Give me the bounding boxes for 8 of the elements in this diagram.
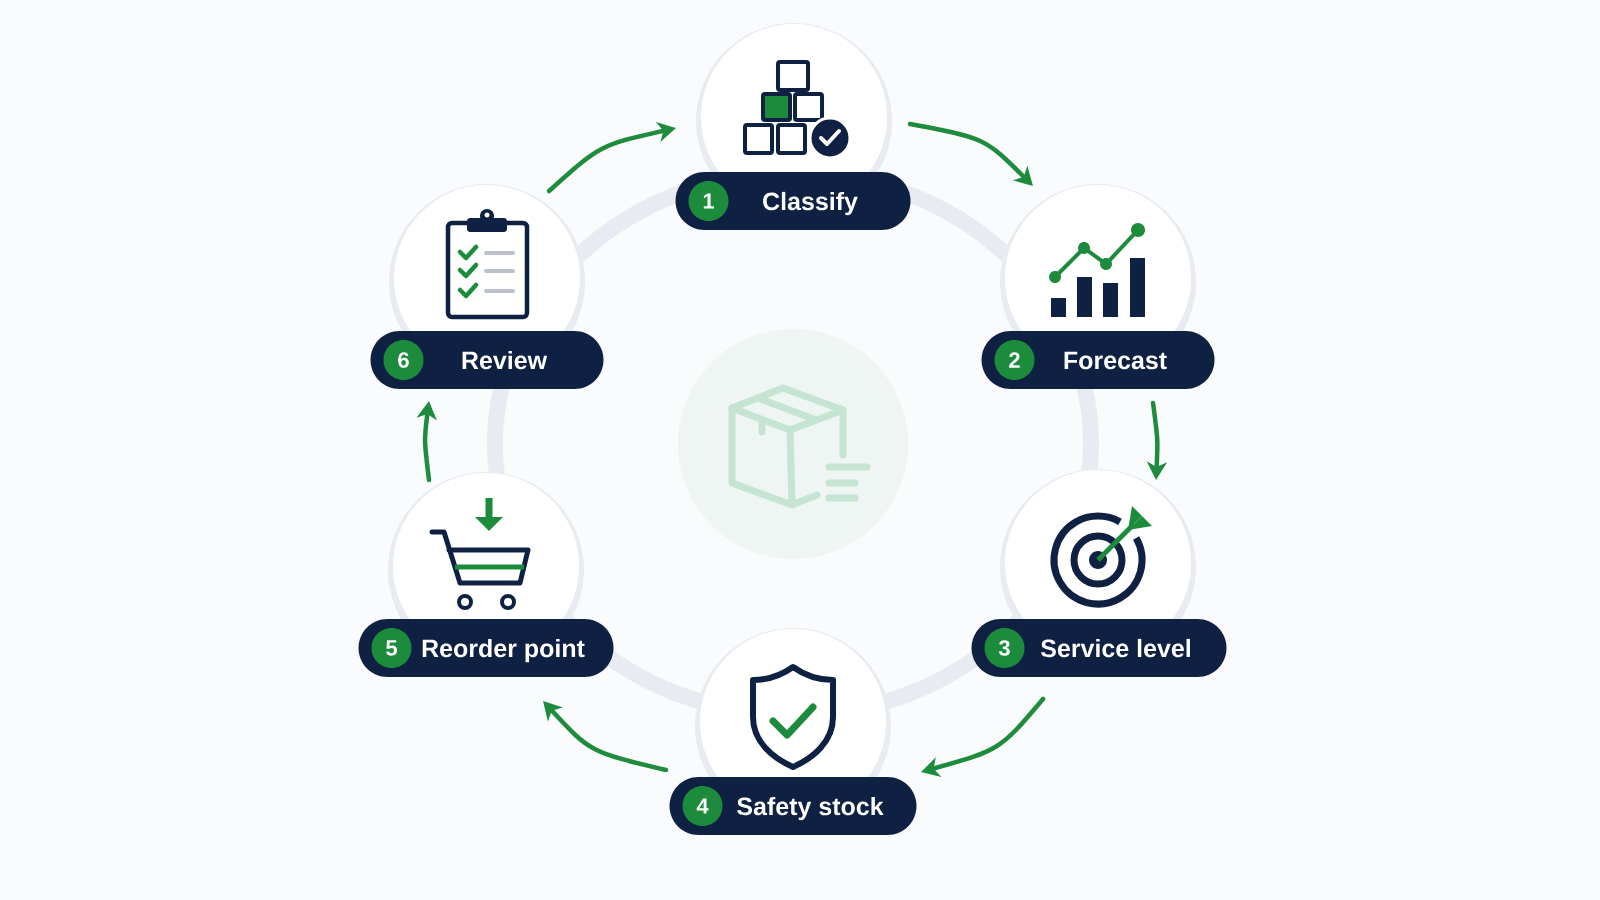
number-badge: 1 [688, 181, 729, 221]
number-badge: 4 [682, 786, 723, 826]
number-badge: 3 [984, 628, 1025, 668]
arrow [907, 121, 1033, 186]
number-badge: 5 [371, 628, 412, 668]
number-badge: 2 [994, 340, 1035, 380]
number-badge: 6 [383, 340, 424, 380]
arrow [543, 701, 669, 773]
